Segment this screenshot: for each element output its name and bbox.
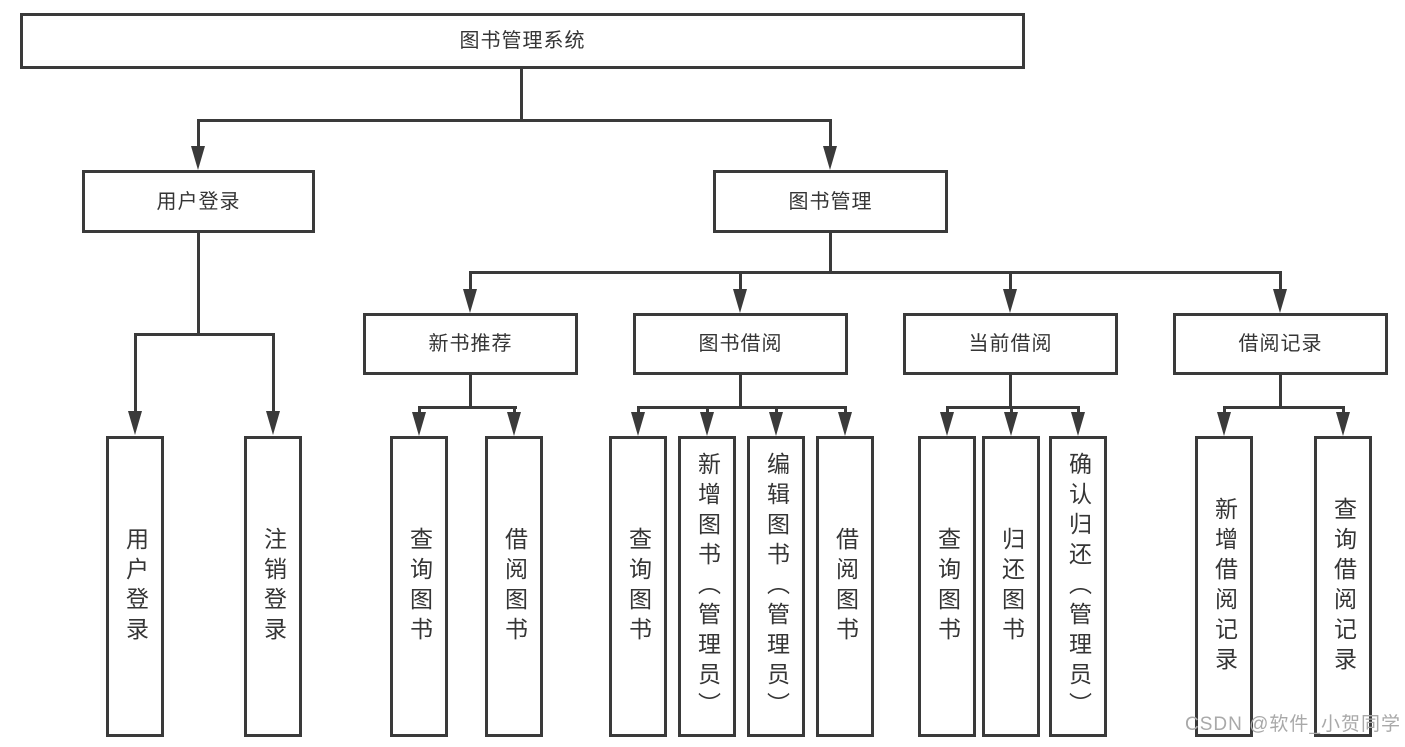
connector-line — [829, 119, 832, 148]
connector-line — [946, 406, 1080, 409]
arrow-down-icon — [1004, 412, 1018, 436]
leaf-add-borrow-record-label: 新增借阅记录 — [1211, 496, 1238, 677]
node-book-borrow: 图书借阅 — [633, 313, 848, 375]
leaf-query-borrow-record-label: 查询借阅记录 — [1330, 496, 1357, 677]
connector-line — [1010, 406, 1013, 414]
connector-line — [513, 406, 516, 414]
arrow-down-icon — [128, 411, 142, 435]
connector-line — [1223, 406, 1226, 414]
leaf-user-login: 用户登录 — [106, 436, 164, 737]
node-library-system: 图书管理系统 — [20, 13, 1025, 69]
arrow-down-icon — [1003, 289, 1017, 313]
connector-line — [272, 333, 275, 413]
csdn-watermark: CSDN @软件_小贺同学 — [1185, 714, 1401, 735]
connector-line — [134, 333, 275, 336]
connector-line — [469, 271, 472, 291]
leaf-confirm-return-admin-label: 确认归还（管理员） — [1065, 451, 1092, 722]
leaf-add-book-admin: 新增图书（管理员） — [678, 436, 736, 737]
arrow-down-icon — [463, 289, 477, 313]
connector-line — [134, 333, 137, 413]
connector-line — [1223, 406, 1345, 409]
arrow-down-icon — [1071, 412, 1085, 436]
connector-line — [469, 271, 1282, 274]
arrow-down-icon — [507, 412, 521, 436]
connector-line — [637, 406, 847, 409]
leaf-logout: 注销登录 — [244, 436, 302, 737]
arrow-down-icon — [769, 412, 783, 436]
connector-line — [829, 231, 832, 273]
arrow-down-icon — [631, 412, 645, 436]
connector-line — [1077, 406, 1080, 414]
connector-line — [197, 231, 200, 335]
leaf-edit-book-admin-label: 编辑图书（管理员） — [763, 451, 790, 722]
leaf-add-book-admin-label: 新增图书（管理员） — [694, 451, 721, 722]
connector-line — [844, 406, 847, 414]
leaf-borrow-books-recommend: 借阅图书 — [485, 436, 543, 737]
connector-line — [520, 67, 523, 121]
leaf-user-login-label: 用户登录 — [122, 526, 149, 647]
leaf-return-book: 归还图书 — [982, 436, 1040, 737]
leaf-query-borrow-record: 查询借阅记录 — [1314, 436, 1372, 737]
connector-line — [706, 406, 709, 414]
node-book-borrow-label: 图书借阅 — [698, 333, 783, 355]
node-user-login-label: 用户登录 — [156, 190, 241, 213]
arrow-down-icon — [1273, 289, 1287, 313]
connector-line — [1009, 373, 1012, 409]
connector-line — [197, 119, 832, 122]
connector-line — [418, 406, 421, 414]
connector-line — [637, 406, 640, 414]
connector-line — [469, 373, 472, 409]
arrow-down-icon — [823, 146, 837, 170]
leaf-borrow-books-label: 借阅图书 — [832, 526, 859, 647]
node-library-system-label: 图书管理系统 — [459, 30, 586, 52]
node-borrow-records: 借阅记录 — [1173, 313, 1388, 375]
arrow-down-icon — [1217, 412, 1231, 436]
arrow-down-icon — [700, 412, 714, 436]
arrow-down-icon — [838, 412, 852, 436]
leaf-query-books-borrow: 查询图书 — [609, 436, 667, 737]
connector-line — [739, 373, 742, 409]
leaf-query-books-current: 查询图书 — [918, 436, 976, 737]
leaf-return-book-label: 归还图书 — [998, 526, 1025, 647]
connector-line — [739, 271, 742, 291]
leaf-query-books-current-label: 查询图书 — [934, 526, 961, 647]
connector-line — [418, 406, 517, 409]
connector-line — [197, 119, 200, 148]
node-book-management-label: 图书管理 — [788, 190, 873, 213]
arrow-down-icon — [1336, 412, 1350, 436]
arrow-down-icon — [412, 412, 426, 436]
leaf-query-books-borrow-label: 查询图书 — [625, 526, 652, 647]
node-borrow-records-label: 借阅记录 — [1238, 333, 1323, 355]
connector-line — [1342, 406, 1345, 414]
connector-line — [1279, 373, 1282, 409]
leaf-borrow-books-recommend-label: 借阅图书 — [501, 526, 528, 647]
node-current-borrow-label: 当前借阅 — [968, 333, 1053, 355]
connector-line — [1279, 271, 1282, 291]
node-new-book-recommend: 新书推荐 — [363, 313, 578, 375]
leaf-query-books-recommend-label: 查询图书 — [406, 526, 433, 647]
leaf-add-borrow-record: 新增借阅记录 — [1195, 436, 1253, 737]
node-current-borrow: 当前借阅 — [903, 313, 1118, 375]
connector-line — [775, 406, 778, 414]
leaf-logout-label: 注销登录 — [260, 526, 287, 647]
connector-line — [1009, 271, 1012, 291]
arrow-down-icon — [733, 289, 747, 313]
arrow-down-icon — [940, 412, 954, 436]
connector-line — [946, 406, 949, 414]
leaf-query-books-recommend: 查询图书 — [390, 436, 448, 737]
node-book-management: 图书管理 — [713, 170, 948, 233]
node-user-login: 用户登录 — [82, 170, 315, 233]
leaf-edit-book-admin: 编辑图书（管理员） — [747, 436, 805, 737]
leaf-confirm-return-admin: 确认归还（管理员） — [1049, 436, 1107, 737]
leaf-borrow-books: 借阅图书 — [816, 436, 874, 737]
arrow-down-icon — [191, 146, 205, 170]
node-new-book-recommend-label: 新书推荐 — [428, 333, 513, 355]
arrow-down-icon — [266, 411, 280, 435]
